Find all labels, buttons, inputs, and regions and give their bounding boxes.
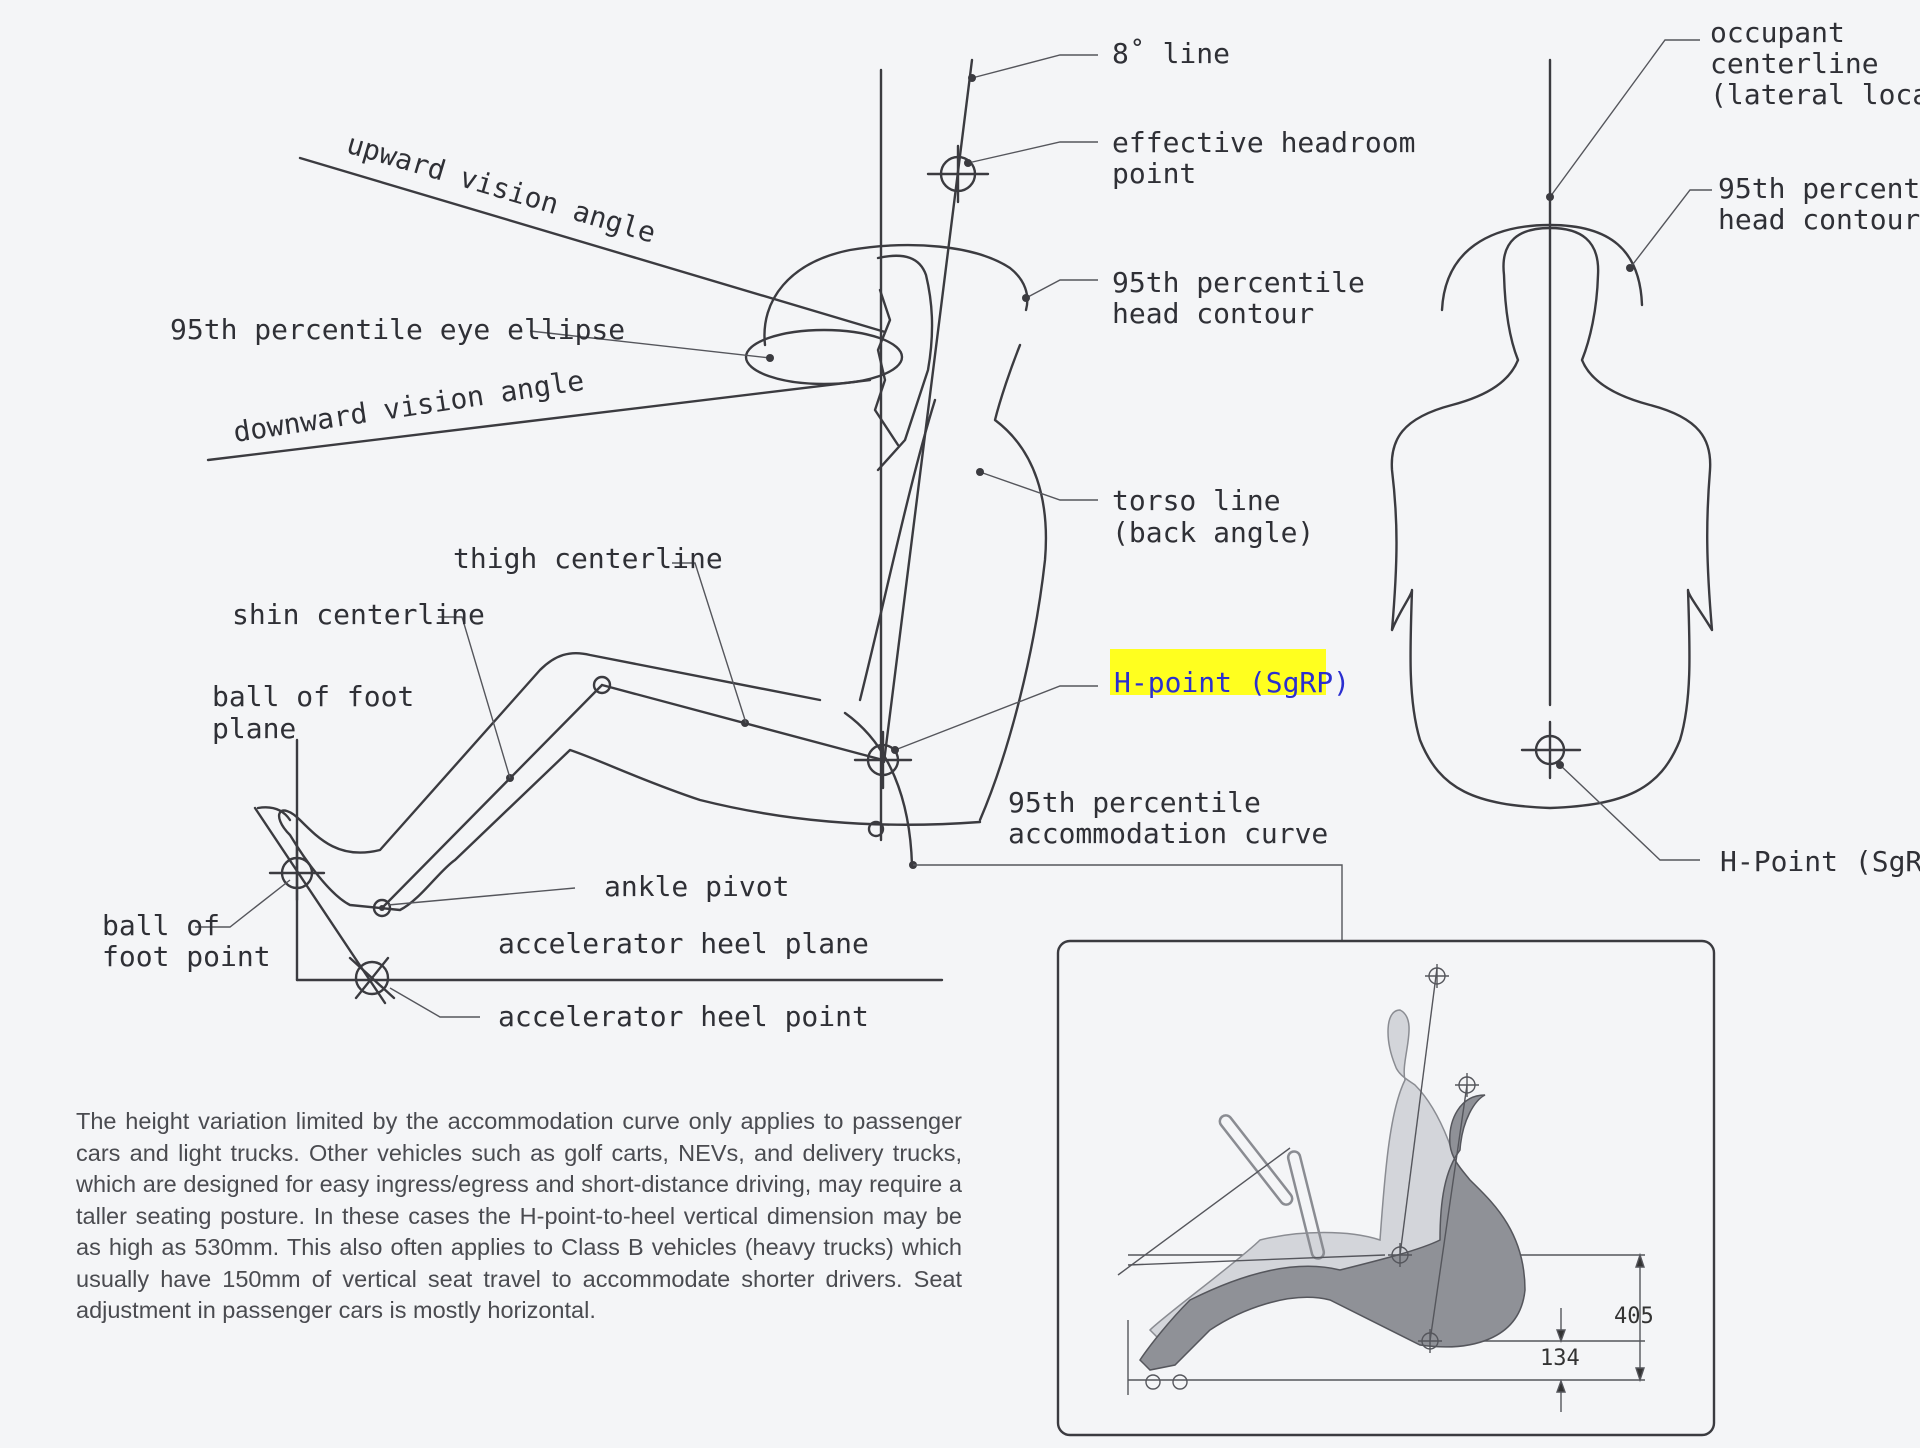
label-ball-of-foot-plane-2: plane [212, 712, 296, 745]
upward-vision-angle-line [298, 156, 887, 334]
downward-vision-angle-line [206, 378, 872, 462]
eye-ellipse [744, 328, 904, 386]
label-torso-line: torso line [1112, 484, 1281, 517]
label-occupant-centerline: occupant [1710, 16, 1845, 49]
accommodation-curve [843, 711, 914, 867]
label-head-contour-side-2: head contour [1112, 297, 1314, 330]
label-ball-of-foot-point-2: foot point [102, 940, 271, 973]
thigh-dot [741, 719, 749, 727]
steering-wheel-short [1286, 1150, 1326, 1260]
seat-reference-point [867, 820, 885, 838]
label-h-point-side: H-point (SgRP) [1114, 666, 1350, 699]
shin-centerline [380, 683, 604, 910]
face-profile [876, 254, 934, 472]
seat-back-contour [978, 343, 1048, 822]
body-outline-front [1390, 226, 1714, 810]
label-occupant-centerline-3: (lateral location) [1710, 78, 1920, 111]
side-view: 8˚ line effective headroom point 95th pe… [102, 37, 1415, 1033]
label-effective-headroom: effective headroom [1112, 126, 1415, 159]
head-contour-front-arc [1440, 223, 1644, 312]
label-head-contour-side: 95th percentile [1112, 266, 1365, 299]
dim-405: 405 [1614, 1304, 1654, 1329]
leg-outline [278, 651, 982, 912]
dim-134: 134 [1540, 1346, 1580, 1371]
label-accelerator-heel-plane: accelerator heel plane [498, 927, 869, 960]
caption-paragraph: The height variation limited by the acco… [76, 1108, 962, 1323]
label-eye-ellipse: 95th percentile eye ellipse [170, 313, 625, 346]
torso-front-contour [858, 398, 937, 702]
face-features [873, 288, 900, 447]
label-occupant-centerline-2: centerline [1710, 47, 1879, 80]
label-upward-vision-angle: upward vision angle [343, 127, 659, 250]
label-torso-line-2: (back angle) [1112, 516, 1314, 549]
front-view: occupant centerline (lateral location) 9… [1390, 16, 1920, 878]
label-effective-headroom-2: point [1112, 157, 1196, 190]
knee-pivot [592, 675, 612, 695]
foot-outline [256, 806, 292, 822]
label-head-contour-front-2: head contour [1718, 203, 1920, 236]
label-accelerator-heel-point: accelerator heel point [498, 1000, 869, 1033]
label-eight-degree-line: 8˚ line [1112, 37, 1230, 70]
label-shin-centerline: shin centerline [232, 598, 485, 631]
label-head-contour-front: 95th percentile [1718, 172, 1920, 205]
label-accommodation-curve: 95th percentile [1008, 786, 1261, 819]
label-ball-of-foot-plane: ball of foot [212, 680, 414, 713]
label-ball-of-foot-point: ball of [102, 909, 220, 942]
label-accommodation-curve-2: accommodation curve [1008, 817, 1328, 850]
short-occupant-silhouette [1139, 1094, 1526, 1371]
label-ankle-pivot: ankle pivot [604, 870, 789, 903]
steering-wheel-tall [1218, 1114, 1294, 1206]
label-thigh-centerline: thigh centerline [453, 542, 723, 575]
leader-lines [195, 54, 1343, 1018]
label-h-point-front: H-Point (SgRP) [1720, 845, 1920, 878]
highlight-box [1110, 649, 1326, 695]
head-contour-side [763, 243, 1029, 347]
inset-frame [1056, 939, 1716, 1437]
ankle-pivot-marker [372, 898, 392, 918]
inset-seating-comparison: 405 134 [1056, 939, 1716, 1437]
accelerator-heel-point-marker [354, 960, 390, 996]
